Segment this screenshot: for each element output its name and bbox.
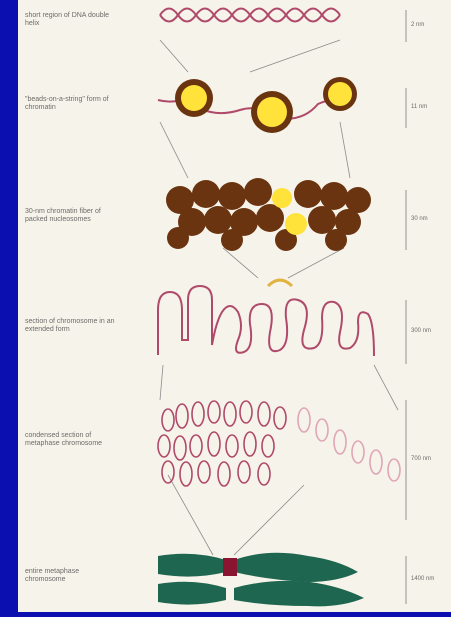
scale-label-beads: 11 nm	[411, 104, 427, 110]
figure-panel: short region of DNA double helix "beads-…	[18, 0, 451, 612]
30nm-fiber	[166, 178, 371, 251]
chromatin-diagram	[18, 0, 451, 612]
scale-label-condensed: 700 nm	[411, 456, 431, 462]
extended-chromosome-loops	[158, 280, 374, 356]
stage-label-extended: section of chromosome in an extended for…	[25, 318, 117, 334]
beads-on-a-string	[158, 77, 357, 133]
scale-label-dna: 2 nm	[411, 22, 424, 28]
scale-label-metaphase: 1400 nm	[411, 576, 434, 582]
stage-label-fiber: 30-nm chromatin fiber of packed nucleoso…	[25, 208, 117, 224]
stage-label-beads: "beads-on-a-string" form of chromatin	[25, 96, 117, 112]
dna-double-helix	[160, 9, 340, 22]
stage-label-dna: short region of DNA double helix	[25, 12, 117, 28]
stage-label-condensed: condensed section of metaphase chromosom…	[25, 432, 117, 448]
scale-label-extended: 300 nm	[411, 328, 431, 334]
stage-label-metaphase: entire metaphase chromosome	[25, 568, 117, 584]
condensed-section	[158, 401, 400, 486]
scale-label-fiber: 30 nm	[411, 216, 428, 222]
metaphase-chromosome	[158, 553, 364, 607]
